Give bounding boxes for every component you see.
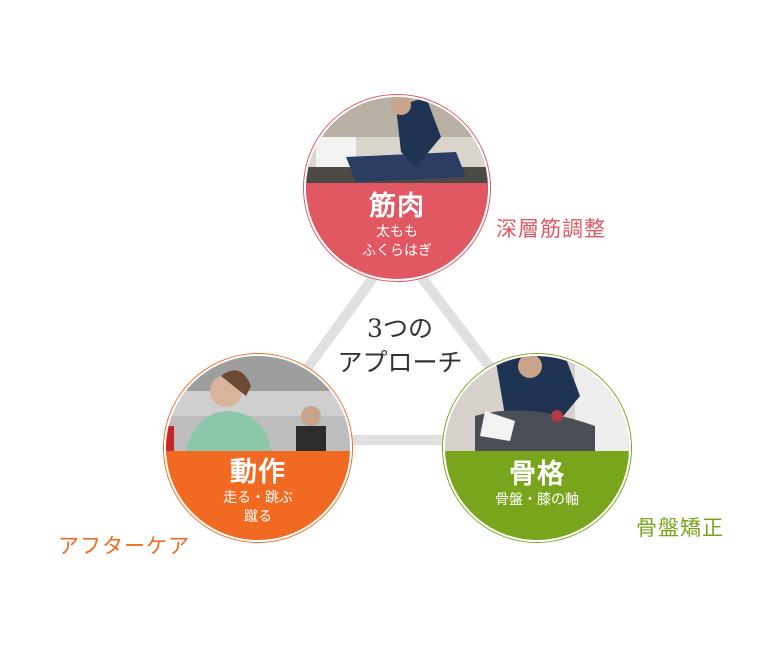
bone-side-label: 骨盤矯正	[636, 516, 724, 540]
bone-node: 骨格 骨盤・膝の軸	[443, 354, 631, 542]
bone-sub-1: 骨盤・膝の軸	[495, 492, 579, 509]
motion-side-label: アフターケア	[58, 534, 190, 558]
muscle-title: 筋肉	[369, 191, 425, 222]
muscle-band: 筋肉 太もも ふくらはぎ	[306, 183, 488, 279]
motion-photo	[166, 356, 350, 540]
motion-node: 動作 走る・跳ぶ 蹴る	[164, 354, 352, 542]
motion-band: 動作 走る・跳ぶ 蹴る	[166, 451, 350, 540]
motion-sub-1: 走る・跳ぶ	[223, 490, 293, 507]
bone-band: 骨格 骨盤・膝の軸	[445, 451, 629, 540]
muscle-node: 筋肉 太もも ふくらはぎ	[304, 95, 490, 281]
bone-title: 骨格	[509, 459, 565, 490]
muscle-side-label: 深層筋調整	[496, 217, 606, 241]
triangle-outline	[250, 240, 550, 445]
center-label: 3つの アプローチ	[310, 312, 490, 380]
muscle-sub-2: ふくらはぎ	[362, 243, 432, 260]
muscle-sub-1: 太もも	[376, 224, 418, 241]
center-line-1: 3つの	[367, 314, 433, 343]
motion-sub-2: 蹴る	[244, 509, 272, 526]
motion-title: 動作	[230, 457, 286, 488]
center-line-2: アプローチ	[337, 347, 463, 377]
